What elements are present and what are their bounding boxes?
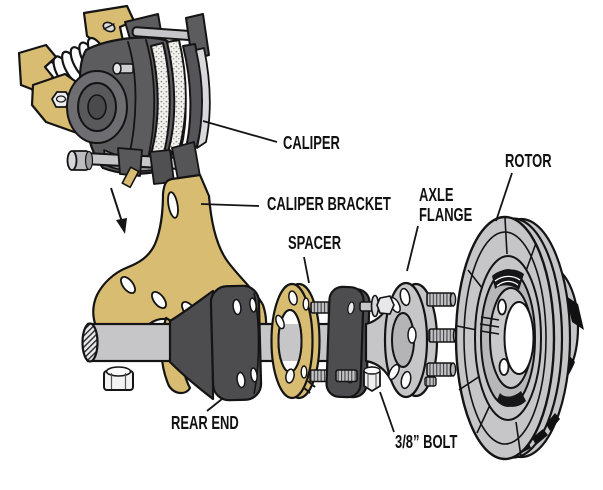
rotor-radial-lines	[456, 217, 537, 458]
three-eighths-bolt-head	[363, 365, 381, 393]
rotor-center-hole	[503, 301, 535, 375]
leader-bolt	[379, 391, 395, 433]
leader-caliper	[202, 120, 278, 143]
wheel-studs	[359, 292, 460, 393]
label-caliper-bracket: CALIPER BRACKET	[267, 194, 391, 214]
gold-key-tab	[121, 166, 140, 189]
leader-lines	[200, 120, 513, 433]
leader-axle-flange	[406, 225, 419, 272]
pin-bolt-head	[66, 150, 78, 171]
rotor-lug-hole	[497, 298, 507, 316]
label-spacer: SPACER	[288, 233, 342, 253]
rotor-disc	[454, 215, 584, 461]
axle-flange-part	[364, 281, 439, 399]
bolt-threads-bottom-right	[335, 369, 358, 383]
caliper-illustration	[17, 4, 211, 191]
label-caliper: CALIPER	[283, 133, 340, 153]
rotor-lug-hole	[498, 358, 510, 376]
spacer-ring	[270, 282, 321, 400]
install-arrow	[110, 187, 127, 234]
label-axle-flange-line1: AXLE	[419, 185, 454, 205]
rear-end-cone	[168, 289, 215, 401]
retainer-plate	[309, 285, 371, 399]
axle-shaft-end	[81, 322, 99, 363]
label-rear-end: REAR END	[171, 413, 239, 433]
leader-rotor	[495, 172, 513, 222]
leader-spacer	[303, 256, 310, 284]
rear-end-plate	[209, 284, 263, 402]
hex-nut	[103, 366, 134, 391]
label-axle-flange: AXLE FLANGE	[419, 185, 472, 225]
rear-end-flange	[168, 284, 263, 402]
pin-hex	[376, 295, 395, 315]
leader-caliper-bracket	[200, 203, 260, 207]
leader-rear-end	[206, 398, 223, 412]
label-axle-flange-line2: FLANGE	[419, 205, 473, 225]
label-rotor: ROTOR	[505, 151, 552, 171]
label-bolt: 3/8” BOLT	[395, 432, 458, 452]
